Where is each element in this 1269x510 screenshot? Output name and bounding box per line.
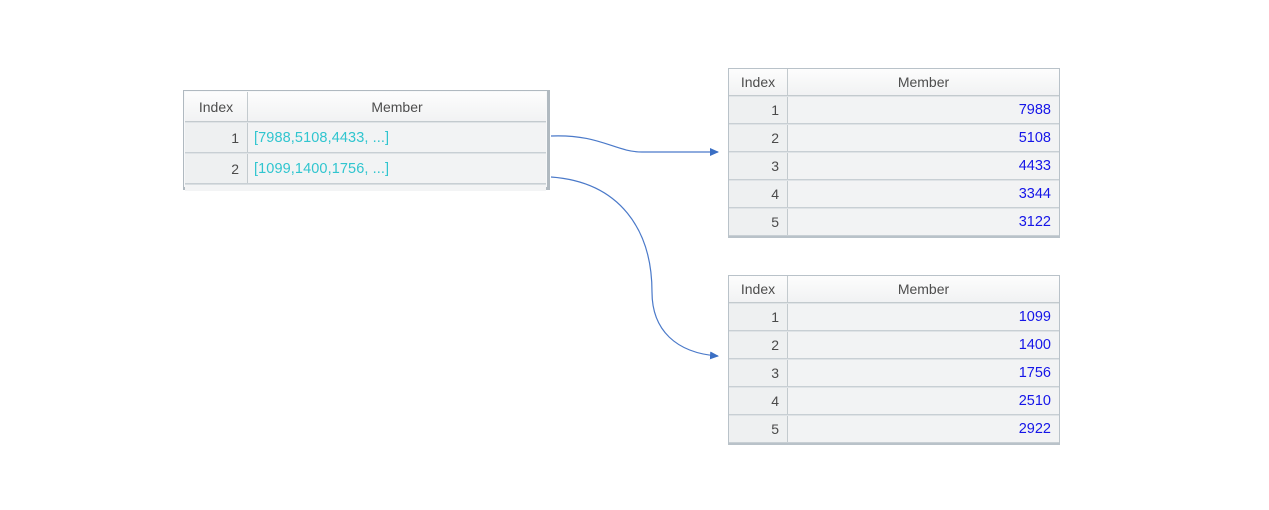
row-index-cell: 3: [729, 153, 788, 179]
grid-empty-tail: [185, 184, 546, 191]
row-member-cell[interactable]: 4433: [788, 153, 1059, 179]
column-header-index[interactable]: Index: [729, 276, 788, 302]
table-row[interactable]: 2 5108: [729, 124, 1059, 152]
row-member-cell[interactable]: 2510: [788, 388, 1059, 414]
row-member-cell[interactable]: 1756: [788, 360, 1059, 386]
table-row[interactable]: 5 2922: [729, 415, 1059, 443]
table-row[interactable]: 3 4433: [729, 152, 1059, 180]
row-index-cell: 5: [729, 209, 788, 235]
arrow-row1-to-top-grid: [550, 135, 719, 156]
column-header-member[interactable]: Member: [897, 74, 950, 90]
row-index-cell: 1: [729, 97, 788, 123]
column-header-member[interactable]: Member: [897, 281, 950, 297]
row-index-cell: 4: [729, 388, 788, 414]
nested-array-grid[interactable]: Index Member 1 [7988,5108,4433, ...] 2 […: [183, 90, 550, 191]
column-header-member[interactable]: Member: [371, 98, 423, 115]
row-index-cell: 5: [729, 416, 788, 442]
expanded-array-grid-1[interactable]: Index Member 1 7988 2 5108 3 4433 4 3344…: [728, 68, 1060, 238]
row-member-cell[interactable]: [1099,1400,1756, ...]: [248, 154, 546, 183]
table-row[interactable]: 4 3344: [729, 180, 1059, 208]
table-row[interactable]: 1 1099: [729, 303, 1059, 331]
table-row[interactable]: 5 3122: [729, 208, 1059, 236]
column-header-index[interactable]: Index: [729, 69, 788, 95]
arrow-row2-to-bottom-grid: [550, 176, 719, 360]
row-member-cell[interactable]: 2922: [788, 416, 1059, 442]
grid-header-row: Index Member: [729, 69, 1059, 96]
row-index-cell: 2: [729, 125, 788, 151]
row-index-cell: 2: [729, 332, 788, 358]
row-member-cell[interactable]: 3344: [788, 181, 1059, 207]
grid-header-row: Index Member: [729, 276, 1059, 303]
row-member-cell[interactable]: 3122: [788, 209, 1059, 235]
column-header-index[interactable]: Index: [185, 92, 248, 121]
row-member-cell[interactable]: 7988: [788, 97, 1059, 123]
table-row[interactable]: 2 [1099,1400,1756, ...]: [185, 153, 546, 184]
table-row[interactable]: 1 [7988,5108,4433, ...]: [185, 122, 546, 153]
table-row[interactable]: 1 7988: [729, 96, 1059, 124]
row-member-cell[interactable]: 1400: [788, 332, 1059, 358]
row-index-cell: 4: [729, 181, 788, 207]
table-row[interactable]: 3 1756: [729, 359, 1059, 387]
row-member-cell[interactable]: 5108: [788, 125, 1059, 151]
row-index-cell: 1: [185, 123, 248, 152]
row-index-cell: 2: [185, 154, 248, 183]
table-row[interactable]: 4 2510: [729, 387, 1059, 415]
row-member-cell[interactable]: [7988,5108,4433, ...]: [248, 123, 546, 152]
table-row[interactable]: 2 1400: [729, 331, 1059, 359]
grid-header-row: Index Member: [185, 92, 546, 122]
row-index-cell: 3: [729, 360, 788, 386]
row-member-cell[interactable]: 1099: [788, 304, 1059, 330]
expanded-array-grid-2[interactable]: Index Member 1 1099 2 1400 3 1756 4 2510…: [728, 275, 1060, 445]
row-index-cell: 1: [729, 304, 788, 330]
